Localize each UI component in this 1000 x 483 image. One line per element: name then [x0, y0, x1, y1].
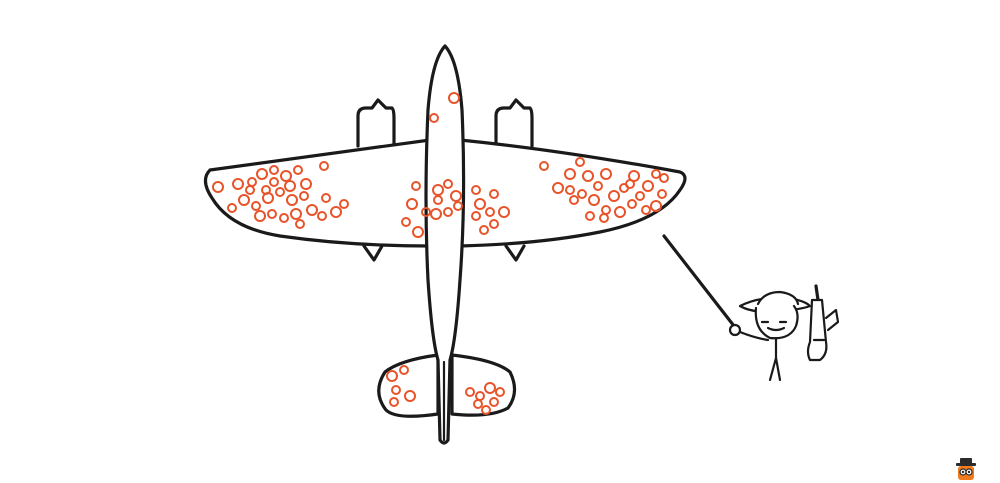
bullet-hole-icon — [433, 195, 443, 205]
bullet-hole-icon — [585, 211, 595, 221]
soldier-figure — [662, 234, 840, 382]
bullet-hole-icon — [284, 180, 296, 192]
bullet-hole-icon — [539, 161, 549, 171]
bullet-hole-icon — [569, 195, 579, 205]
bullet-hole-icon — [299, 191, 309, 201]
bullet-hole-icon — [339, 199, 349, 209]
bullet-hole-icon — [485, 207, 495, 217]
bullet-hole-icon — [484, 382, 496, 394]
bullet-hole-icon — [471, 211, 481, 221]
bullet-hole-icon — [577, 189, 587, 199]
bullet-hole-icon — [391, 385, 401, 395]
bullet-hole-icon — [564, 168, 576, 180]
bullet-hole-icon — [489, 219, 499, 229]
bullet-hole-icon — [635, 191, 645, 201]
bullet-hole-icon — [232, 178, 244, 190]
bullet-hole-icon — [473, 399, 483, 409]
soldier-head — [754, 304, 799, 340]
bullet-hole-icon — [406, 198, 418, 210]
bullet-hole-icon — [471, 185, 481, 195]
bullet-hole-icon — [453, 201, 463, 211]
bullet-hole-icon — [279, 213, 289, 223]
bullet-hole-icon — [651, 169, 661, 179]
rifle-icon — [806, 284, 840, 362]
bullet-hole-icon — [582, 170, 594, 182]
bullet-hole-icon — [489, 397, 499, 407]
bullet-hole-icon — [659, 173, 669, 183]
bullet-hole-icon — [280, 170, 292, 182]
fuselage-outline — [424, 44, 466, 445]
bullet-hole-icon — [614, 206, 626, 218]
bullet-hole-icon — [317, 211, 327, 221]
bullet-hole-icon — [238, 194, 250, 206]
bullet-hole-icon — [552, 182, 564, 194]
bullet-hole-icon — [430, 208, 442, 220]
bullet-hole-icon — [267, 209, 277, 219]
bullet-hole-icon — [495, 387, 505, 397]
bullet-hole-icon — [657, 189, 667, 199]
bullet-hole-icon — [389, 397, 399, 407]
bullet-hole-icon — [642, 180, 654, 192]
left-engine-icon — [356, 98, 396, 148]
bullet-hole-icon — [293, 165, 303, 175]
bullet-hole-icon — [421, 207, 431, 217]
pointer-stick-icon — [662, 234, 736, 328]
bullet-hole-icon — [254, 210, 266, 222]
bullet-hole-icon — [247, 177, 257, 187]
bullet-hole-icon — [386, 370, 398, 382]
bullet-hole-icon — [565, 185, 575, 195]
right-engine-icon — [494, 98, 534, 148]
bullet-hole-icon — [489, 189, 499, 199]
bullet-hole-icon — [404, 390, 416, 402]
bullet-hole-icon — [429, 113, 439, 123]
bullet-hole-icon — [300, 178, 312, 190]
bullet-hole-icon — [448, 92, 460, 104]
bullet-hole-icon — [588, 194, 600, 206]
bullet-hole-icon — [641, 205, 651, 215]
bullet-hole-icon — [269, 165, 279, 175]
bullet-hole-icon — [251, 201, 261, 211]
bullet-hole-icon — [650, 200, 662, 212]
bullet-hole-icon — [321, 193, 331, 203]
bullet-hole-icon — [450, 190, 462, 202]
bullet-holes-group — [212, 92, 669, 415]
bullet-hole-icon — [481, 405, 491, 415]
bullet-hole-icon — [474, 198, 486, 210]
bullet-hole-icon — [627, 199, 637, 209]
bullet-hole-icon — [290, 208, 302, 220]
bullet-hole-icon — [212, 181, 224, 193]
bullet-hole-icon — [306, 204, 318, 216]
bullet-hole-icon — [443, 207, 453, 217]
bullet-hole-icon — [608, 190, 620, 202]
bullet-hole-icon — [401, 217, 411, 227]
bullet-hole-icon — [319, 161, 329, 171]
soldier-hand — [728, 323, 742, 337]
bullet-hole-icon — [465, 387, 475, 397]
bullet-hole-icon — [411, 181, 421, 191]
bullet-hole-icon — [600, 168, 612, 180]
bullet-hole-icon — [295, 219, 305, 229]
bullet-hole-icon — [593, 181, 603, 191]
site-logo-icon — [956, 458, 976, 480]
bullet-hole-icon — [625, 179, 635, 189]
bullet-hole-icon — [399, 365, 409, 375]
bullet-hole-icon — [269, 177, 279, 187]
bullet-hole-icon — [599, 213, 609, 223]
bullet-hole-icon — [575, 157, 585, 167]
bullet-hole-icon — [498, 206, 510, 218]
bullet-hole-icon — [479, 225, 489, 235]
bullet-hole-icon — [412, 226, 424, 238]
bullet-hole-icon — [256, 168, 268, 180]
bullet-hole-icon — [286, 194, 298, 206]
bullet-hole-icon — [330, 206, 342, 218]
bullet-hole-icon — [275, 187, 285, 197]
bullet-hole-icon — [227, 203, 237, 213]
bullet-hole-icon — [261, 185, 271, 195]
bullet-hole-icon — [443, 179, 453, 189]
